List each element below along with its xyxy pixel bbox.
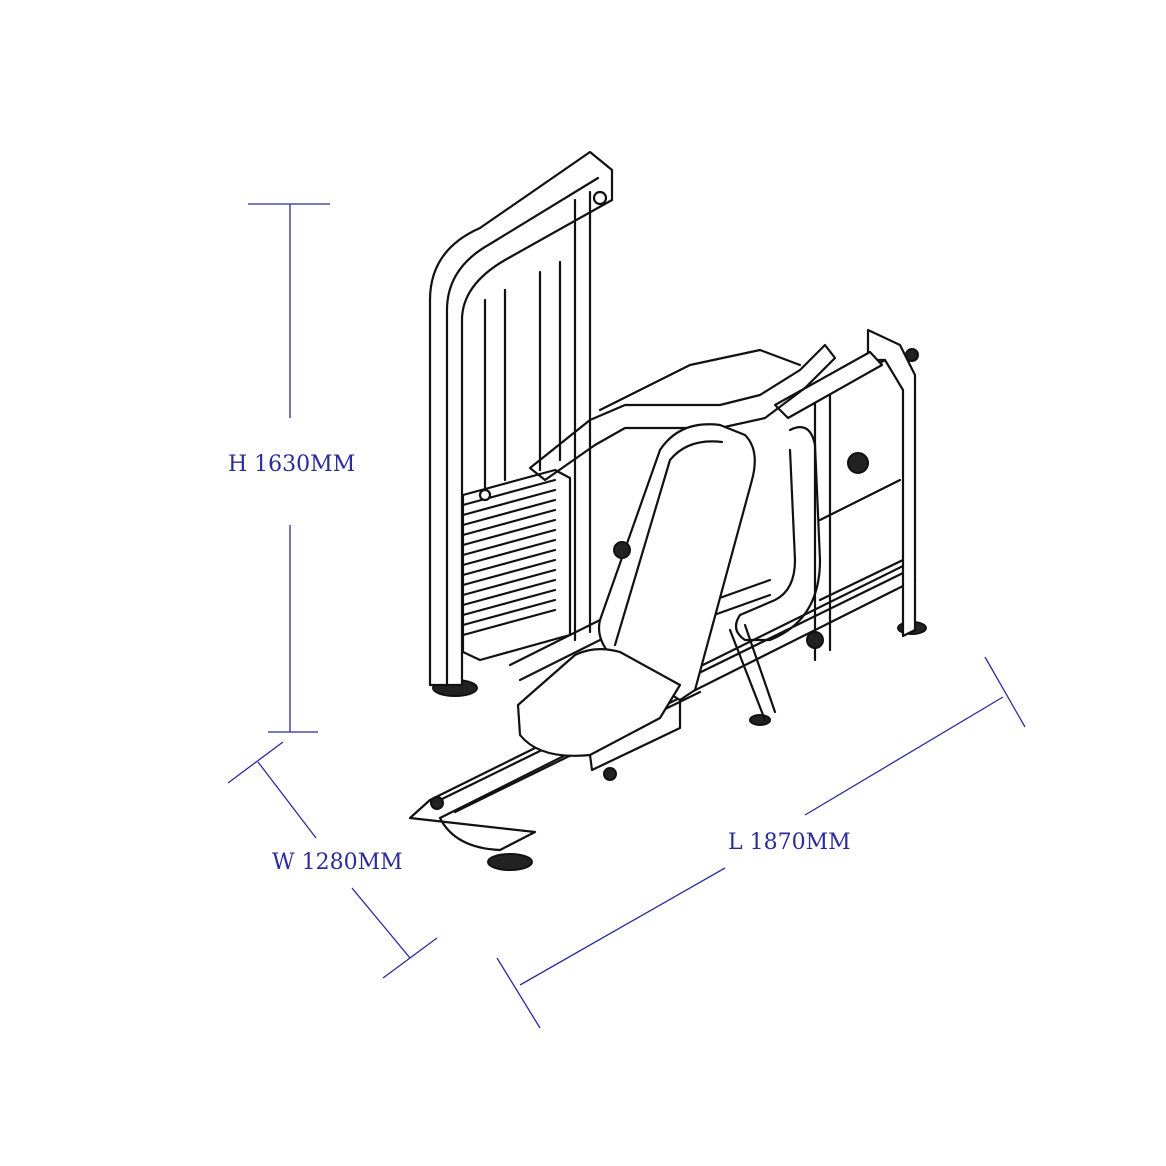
height-dimension-label: H 1630MM <box>228 452 356 477</box>
dimension-lines <box>227 203 1026 1029</box>
weight-plates <box>461 478 557 637</box>
length-dimension-label: L 1870MM <box>728 830 851 855</box>
machine <box>408 150 927 871</box>
width-dimension-label: W 1280MM <box>272 850 403 875</box>
